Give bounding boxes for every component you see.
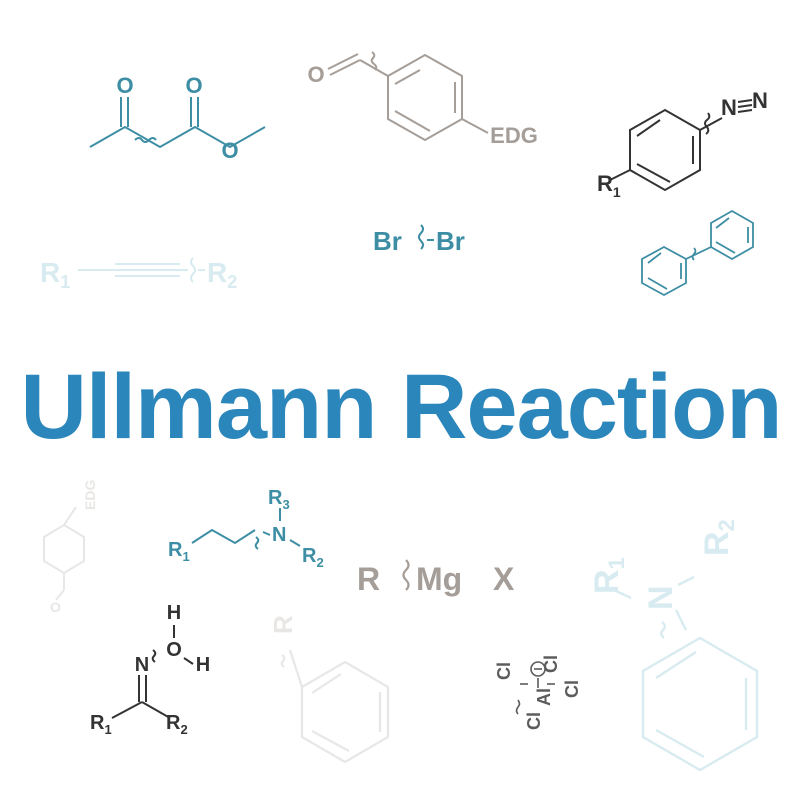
biphenyl-structure bbox=[641, 209, 754, 297]
amine-r2: R2 bbox=[302, 545, 324, 570]
aldehyde-oxygen: O bbox=[307, 62, 324, 87]
bromine-squiggle-bond bbox=[418, 224, 424, 250]
grignard-halide: X bbox=[493, 561, 515, 597]
bromine-right: Br bbox=[436, 226, 465, 256]
diazonium-benzene-structure bbox=[609, 99, 753, 192]
alcl-chlorine-top-left: Cl bbox=[494, 662, 514, 680]
alcl-aluminum: Al bbox=[534, 688, 554, 706]
amine-r1: R1 bbox=[168, 539, 190, 564]
diazo-nitrogen-1: N bbox=[721, 95, 737, 120]
page-title: Ullmann Reaction bbox=[20, 356, 782, 458]
faded-n-benzene-structure bbox=[613, 575, 759, 772]
bromine-left: Br bbox=[373, 226, 402, 256]
grignard-magnesium: Mg bbox=[416, 561, 462, 597]
faded-amine-r1: R1 bbox=[588, 557, 629, 594]
oxime-structure bbox=[111, 625, 194, 719]
faded-edg-label: EDG bbox=[82, 480, 98, 510]
alcl-chlorine-bottom-right: Cl bbox=[562, 680, 582, 698]
faded-amine-r2: R2 bbox=[698, 519, 739, 556]
ester-ether-oxygen: O bbox=[221, 138, 238, 163]
faded-r-benzene-structure bbox=[280, 649, 390, 764]
faded-r-label: R bbox=[268, 615, 298, 634]
grignard-squiggle-bond bbox=[402, 559, 410, 591]
faded-aldehyde-oxygen: O bbox=[50, 599, 61, 615]
tertiary-amine-structure bbox=[191, 508, 301, 550]
grignard-r: R bbox=[357, 561, 380, 597]
edg-label: EDG bbox=[490, 123, 538, 148]
oxime-oxygen: O bbox=[166, 639, 182, 661]
ketone-oxygen: O bbox=[116, 73, 133, 98]
alkyne-r1: R1 bbox=[40, 257, 70, 292]
oxime-r2: R2 bbox=[166, 712, 188, 737]
methyl-acetoacetate-structure bbox=[89, 97, 266, 149]
alkyne-r2: R2 bbox=[207, 257, 237, 292]
oxime-hydrogen-right: H bbox=[196, 654, 210, 676]
oxime-hydrogen-top: H bbox=[167, 602, 181, 624]
oxime-r1: R1 bbox=[90, 712, 112, 737]
ester-carbonyl-oxygen: O bbox=[185, 73, 202, 98]
faded-aldehyde-edg-structure bbox=[43, 506, 85, 601]
diazo-nitrogen-2: N bbox=[752, 88, 768, 113]
diazo-r1: R1 bbox=[597, 171, 621, 200]
oxime-nitrogen: N bbox=[135, 654, 149, 676]
faded-amine-nitrogen: N bbox=[642, 585, 680, 610]
amine-nitrogen: N bbox=[272, 524, 286, 546]
alkyne-structure bbox=[78, 257, 205, 283]
alcl-chlorine-bottom-left: Cl bbox=[524, 712, 544, 730]
alcl-chlorine-top-right: Cl bbox=[541, 655, 561, 673]
aldehyde-benzene-edg-structure bbox=[327, 51, 489, 142]
aluminum-tetrachloride-structure bbox=[515, 661, 555, 715]
amine-r3: R3 bbox=[268, 487, 290, 512]
